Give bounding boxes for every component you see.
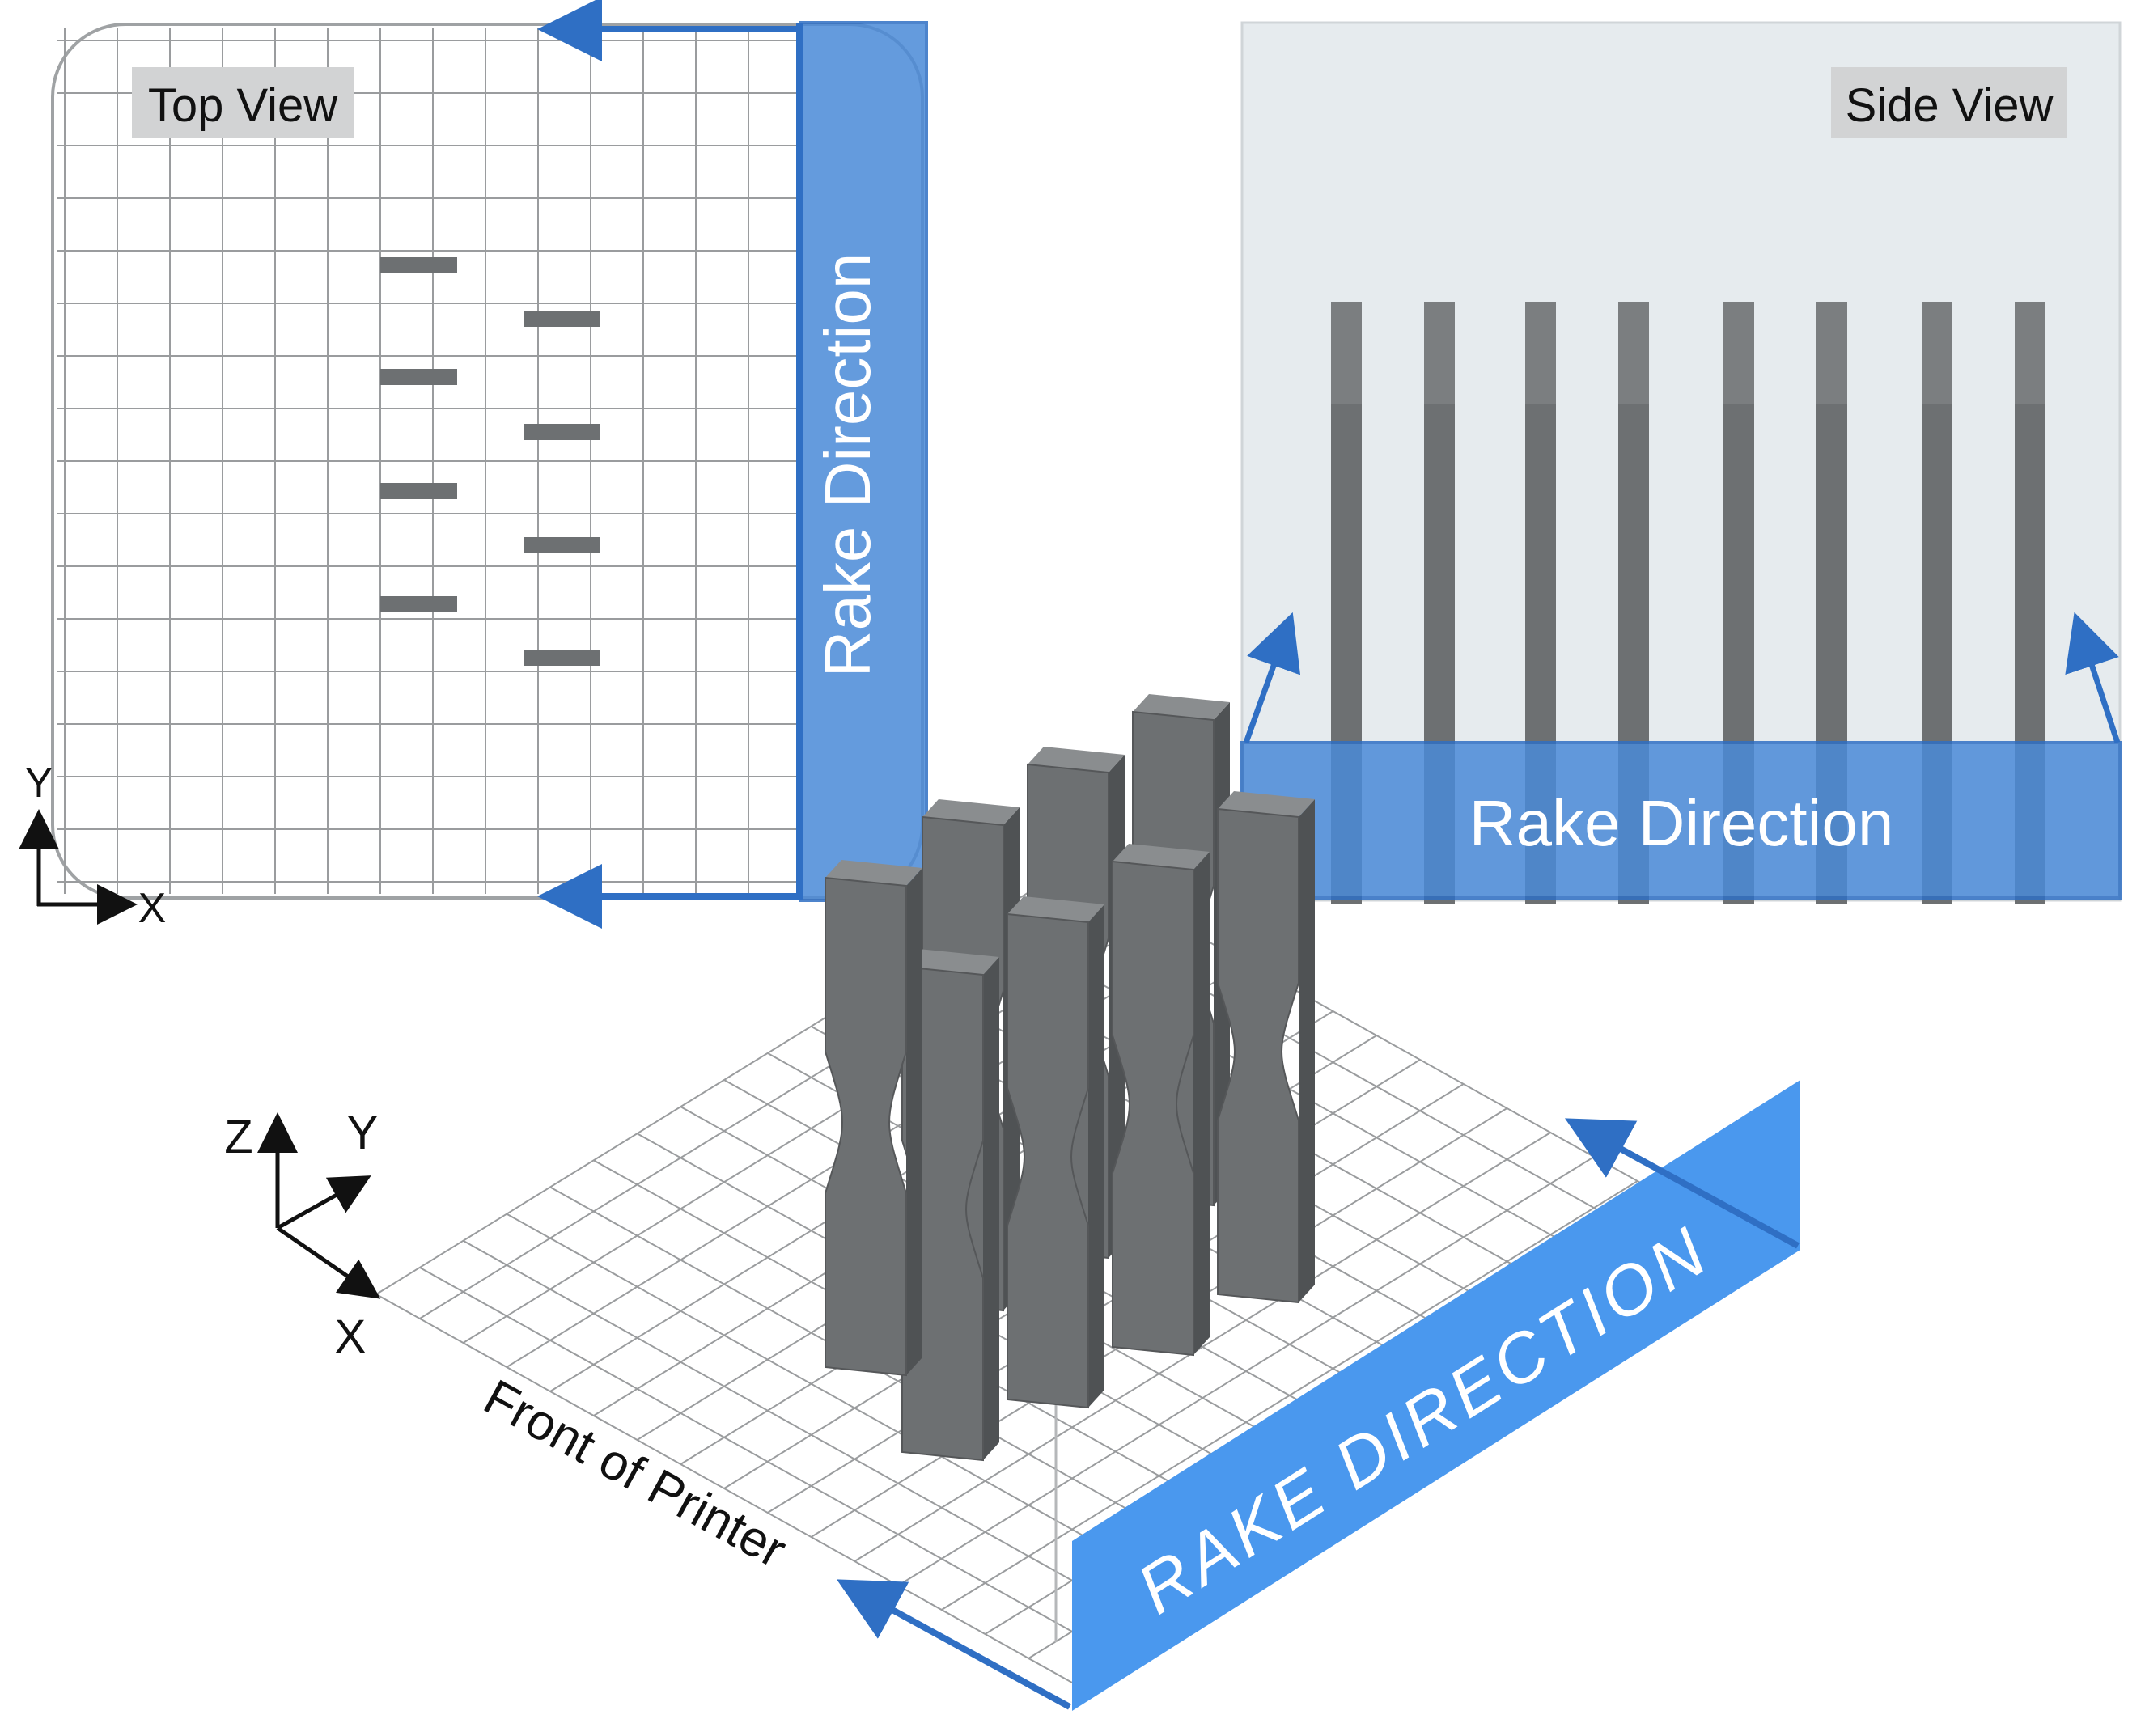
side-view-title-bg [1831, 67, 2067, 138]
top-view-specimen [524, 537, 600, 553]
side-view-specimen-grip [1922, 302, 1952, 404]
side-view-rake-arrow-left [1243, 612, 1301, 744]
side-view-specimen-grip [1618, 302, 1649, 404]
iso-axis-y-label: Y [347, 1107, 379, 1159]
iso-rake-arrow-back [1564, 1118, 1800, 1249]
iso-dogbone-side [1193, 852, 1210, 1355]
top-view-specimen [524, 650, 600, 666]
iso-dogbone-side [1088, 904, 1104, 1408]
top-view-axis-y-label: Y [25, 760, 53, 807]
iso-dogbone-side [906, 868, 922, 1375]
iso-grid-line [854, 1132, 1551, 1562]
side-view-specimen-grip [1525, 302, 1556, 404]
top-view-title-bg [132, 67, 354, 138]
iso-dogbone-face [1112, 860, 1194, 1357]
top-view-rake-label: Rake Direction [812, 253, 884, 678]
iso-dogbone-face [825, 876, 907, 1377]
iso-axis-z-label: Z [224, 1111, 252, 1163]
iso-dogbone [1112, 844, 1210, 1357]
top-view-specimen [380, 257, 457, 273]
side-view-specimen-grip [1331, 302, 1362, 404]
side-view-specimen-grip [1816, 302, 1847, 404]
top-view-axis-x-label: X [138, 885, 167, 932]
iso-dogbone-face [1007, 912, 1089, 1409]
iso-dogbone-side [983, 957, 999, 1460]
side-view-panel: Rake Direction Side View [1240, 21, 2122, 904]
top-view-specimen [524, 424, 600, 440]
top-view-specimen [380, 369, 457, 385]
iso-dogbone-side [1299, 799, 1315, 1302]
iso-rake-plane [1072, 1080, 1800, 1711]
iso-axis-y-arrow [276, 1175, 371, 1230]
iso-dogbone-face [1217, 807, 1299, 1304]
side-view-rake-arrow-right [2065, 612, 2121, 744]
iso-grid-line [941, 1180, 1638, 1611]
top-view-panel: Rake Direction Top View Y X [18, 0, 928, 932]
side-view-specimen-grip [2015, 302, 2045, 404]
top-view-specimen [380, 596, 457, 612]
side-view-title: Side View [1846, 79, 2054, 132]
top-view-title: Top View [148, 79, 338, 132]
top-view-parts [380, 257, 600, 666]
iso-axis-x-label: X [335, 1310, 367, 1363]
top-view-rake-bar [799, 21, 928, 902]
iso-grid-line [897, 1156, 1595, 1586]
side-view-specimen-grip [1723, 302, 1754, 404]
iso-rake-arrow-front [836, 1579, 1071, 1710]
top-view-specimen [524, 311, 600, 327]
iso-axis-x-arrow [276, 1226, 381, 1299]
top-view-specimen [380, 483, 457, 499]
iso-dogbone-specimens [825, 694, 1315, 1462]
side-view-rake-label: Rake Direction [1469, 787, 1894, 859]
iso-dogbone [1217, 791, 1315, 1304]
side-view-specimen-grip [1424, 302, 1455, 404]
side-view-rake-bar [1240, 741, 2122, 900]
iso-dogbone [1007, 896, 1104, 1409]
iso-dogbone [825, 860, 922, 1377]
iso-rake-label: RAKE DIRECTION [1124, 1211, 1723, 1629]
